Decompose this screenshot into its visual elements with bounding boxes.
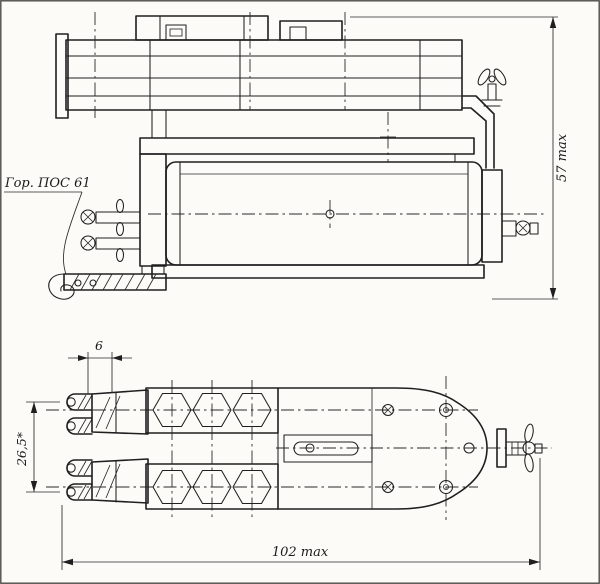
hex-nut-row-bottom: [145, 463, 279, 510]
hex-nut: [192, 392, 232, 428]
span-dimension-label: 26,5*: [14, 431, 29, 467]
tab-dimension: 6: [68, 338, 132, 394]
terminal-screw-upper: [95, 211, 141, 224]
width-dimension-label: 102 max: [272, 545, 329, 560]
tab-dimension-label: 6: [95, 338, 103, 353]
coil-body: [148, 161, 544, 266]
hex-nut: [232, 392, 272, 428]
base-plate: [151, 264, 485, 279]
height-dimension-label: 57 max: [555, 133, 570, 182]
body-plate: [277, 387, 488, 510]
right-bracket-arm: [461, 68, 507, 169]
wing-screw-icon: [477, 68, 507, 101]
side-view: Гор. ПОС 61 57 max: [4, 12, 570, 300]
coil-center-mark: [325, 209, 335, 219]
left-terminal-bracket: [80, 153, 167, 267]
foot-bracket: [48, 265, 167, 300]
contact-bar-assembly: [55, 33, 463, 119]
coil-mount-bracket: [139, 109, 475, 163]
end-cap-and-screw: [481, 169, 539, 263]
left-end-plate: [55, 33, 69, 119]
clamp-wing-screw: [496, 423, 543, 473]
center-slot-plate: [283, 434, 373, 463]
rivet: [438, 479, 454, 495]
hex-nut: [232, 469, 272, 505]
solder-hook: [48, 273, 75, 300]
terminal-lugs: [66, 393, 93, 501]
solder-note-label: Гор. ПОС 61: [4, 176, 91, 191]
screw-head: [381, 403, 395, 417]
solder-head-blocks: [91, 389, 149, 504]
hex-nut-row-top: [145, 387, 279, 434]
width-dimension: 102 max: [61, 458, 541, 570]
solder-note: Гор. ПОС 61: [4, 176, 91, 275]
hex-nut: [152, 469, 192, 505]
hex-nut: [152, 392, 192, 428]
terminal-screw-lower: [95, 237, 141, 250]
hex-nut: [192, 469, 232, 505]
contact-stack-blocks: [135, 15, 343, 41]
screw-head: [381, 480, 395, 494]
plan-view: 6 26,5* 102 max: [14, 338, 552, 570]
center-slot: [293, 441, 359, 456]
height-dimension: 57 max: [350, 16, 570, 300]
span-dimension: 26,5*: [14, 401, 60, 493]
rivet: [438, 402, 454, 418]
leader-line: [63, 191, 83, 275]
